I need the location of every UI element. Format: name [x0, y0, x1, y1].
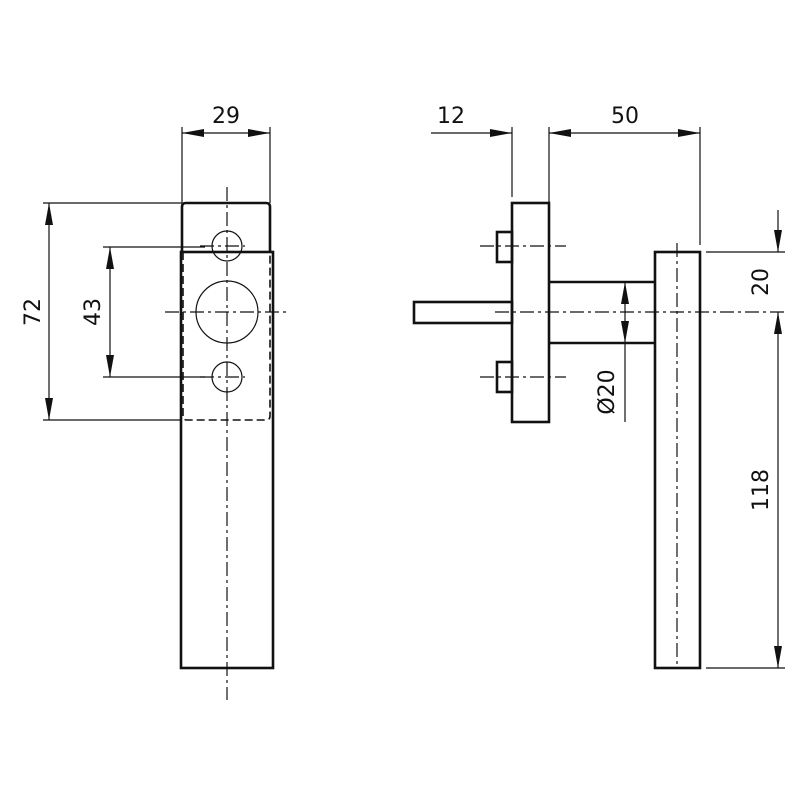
arrowhead	[45, 398, 53, 420]
dimension-hole-spacing: 43	[81, 298, 106, 326]
arrowhead	[621, 282, 629, 304]
handle-neck	[549, 280, 655, 345]
bolt-head-top	[495, 230, 514, 264]
square-spindle	[412, 300, 514, 325]
dimension-neck-diameter: Ø20	[595, 369, 620, 414]
arrowhead	[106, 247, 114, 269]
dimension-projection: 50	[611, 104, 639, 129]
arrowhead	[774, 230, 782, 252]
arrowhead	[774, 312, 782, 334]
arrowhead	[490, 129, 512, 137]
arrowhead	[774, 646, 782, 668]
arrowhead	[248, 129, 270, 137]
arrowhead	[549, 129, 571, 137]
arrowhead	[182, 129, 204, 137]
dimension-rosette-height: 72	[21, 298, 46, 326]
dimension-lever-offset: 20	[749, 268, 774, 296]
front-view: 29 72 43	[21, 104, 288, 700]
dimension-rosette-thickness: 12	[437, 104, 465, 129]
side-view: 12 50 20 118 Ø20	[412, 104, 785, 670]
arrowhead	[106, 355, 114, 377]
dimension-width: 29	[212, 104, 240, 129]
dimension-lever-length: 118	[749, 469, 774, 511]
arrowhead	[621, 321, 629, 343]
arrowhead	[45, 203, 53, 225]
arrowhead	[678, 129, 700, 137]
rosette-outline	[180, 201, 272, 252]
